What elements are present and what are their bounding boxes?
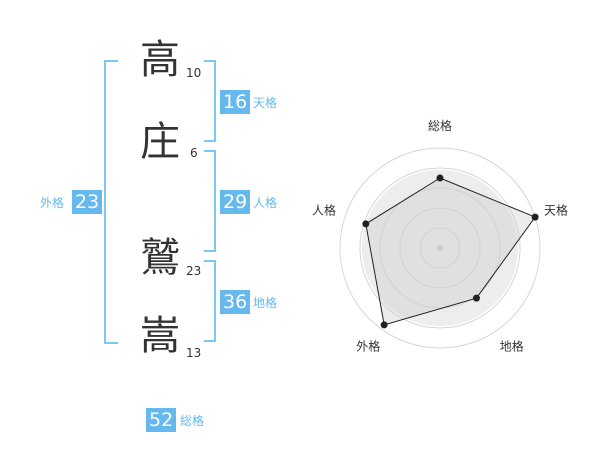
gaikaku-label: 外格: [40, 196, 65, 210]
radar-axis-label: 天格: [544, 202, 568, 217]
radar-axis-label: 外格: [356, 339, 380, 354]
radar-axis-label: 総格: [428, 118, 452, 133]
tenkaku-value: 16: [220, 90, 251, 114]
stroke-count-2: 6: [190, 146, 198, 160]
radar-center: [437, 245, 443, 251]
radar-ring: [419, 227, 461, 269]
chikaku-bracket: [204, 260, 216, 342]
radar-point: [380, 321, 388, 329]
name-char-3: 鷲: [140, 235, 180, 281]
radar-axis-label: 地格: [500, 339, 524, 354]
stroke-count-1: 10: [186, 66, 202, 80]
radar-polygon: [365, 177, 536, 326]
radar-point: [472, 294, 480, 302]
name-char-4: 嵩: [140, 313, 180, 359]
jinkaku-bracket: [204, 150, 216, 252]
soukaku-value: 52: [146, 408, 177, 432]
radar-grid: [339, 147, 541, 349]
tenkaku-bracket: [204, 60, 216, 142]
radar-point: [362, 220, 370, 228]
tenkaku-label: 天格: [253, 96, 278, 110]
stroke-count-4: 13: [186, 346, 202, 360]
radar-point: [531, 213, 539, 221]
radar-axis-label: 人格: [312, 202, 336, 217]
jinkaku-value: 29: [220, 190, 251, 214]
gaikaku-bracket: [104, 60, 118, 344]
chikaku-label: 地格: [253, 296, 278, 310]
stroke-count-3: 23: [186, 264, 202, 278]
radar-ring: [379, 187, 501, 309]
jinkaku-label: 人格: [253, 196, 278, 210]
radar-ring: [359, 167, 521, 329]
radar-ring: [339, 147, 541, 349]
chikaku-value: 36: [220, 290, 251, 314]
radar-polygon-group: [362, 174, 539, 329]
name-char-1: 高: [140, 37, 180, 83]
radar-point: [436, 174, 444, 182]
gaikaku-value: 23: [72, 190, 103, 214]
name-char-2: 庄: [140, 119, 180, 165]
radar-ring: [399, 207, 481, 289]
soukaku-label: 総格: [180, 414, 205, 428]
